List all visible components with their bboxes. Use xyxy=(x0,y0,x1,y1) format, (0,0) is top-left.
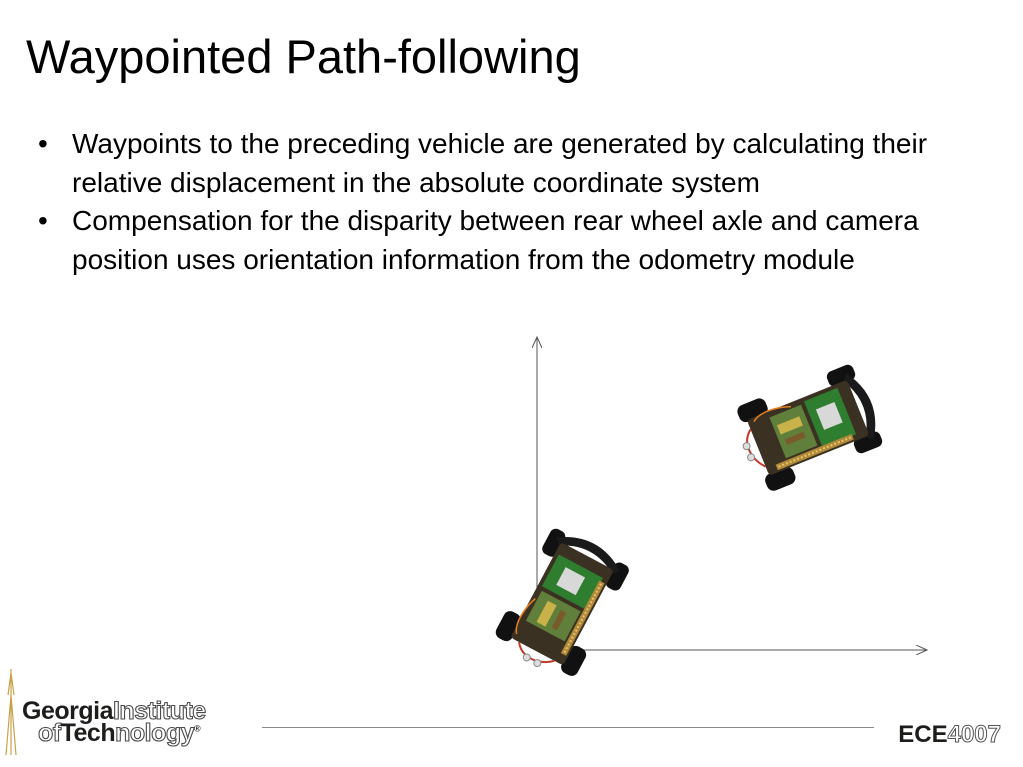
bullet-text: Waypoints to the preceding vehicle are g… xyxy=(72,128,928,198)
slide-title: Waypointed Path-following xyxy=(26,30,581,83)
bullet-list: • Waypoints to the preceding vehicle are… xyxy=(38,125,1003,279)
bullet-glyph: • xyxy=(38,128,48,159)
course-label: ECE4007 xyxy=(898,721,1001,749)
bullet-text: Compensation for the disparity between r… xyxy=(72,205,919,275)
georgia-tech-logo: GeorgiaInstitute ofTechnology® xyxy=(0,665,300,767)
footer-divider xyxy=(262,727,874,728)
logo-line1: GeorgiaInstitute xyxy=(22,696,207,725)
tower-logo-icon xyxy=(5,669,17,756)
robot-car-icon xyxy=(727,358,890,497)
bullet-item: • Compensation for the disparity between… xyxy=(38,202,1003,279)
bullet-glyph: • xyxy=(38,205,48,236)
logo-line2: ofTechnology® xyxy=(37,718,201,747)
bullet-item: • Waypoints to the preceding vehicle are… xyxy=(38,125,1003,202)
robot-car-icon xyxy=(488,521,636,686)
